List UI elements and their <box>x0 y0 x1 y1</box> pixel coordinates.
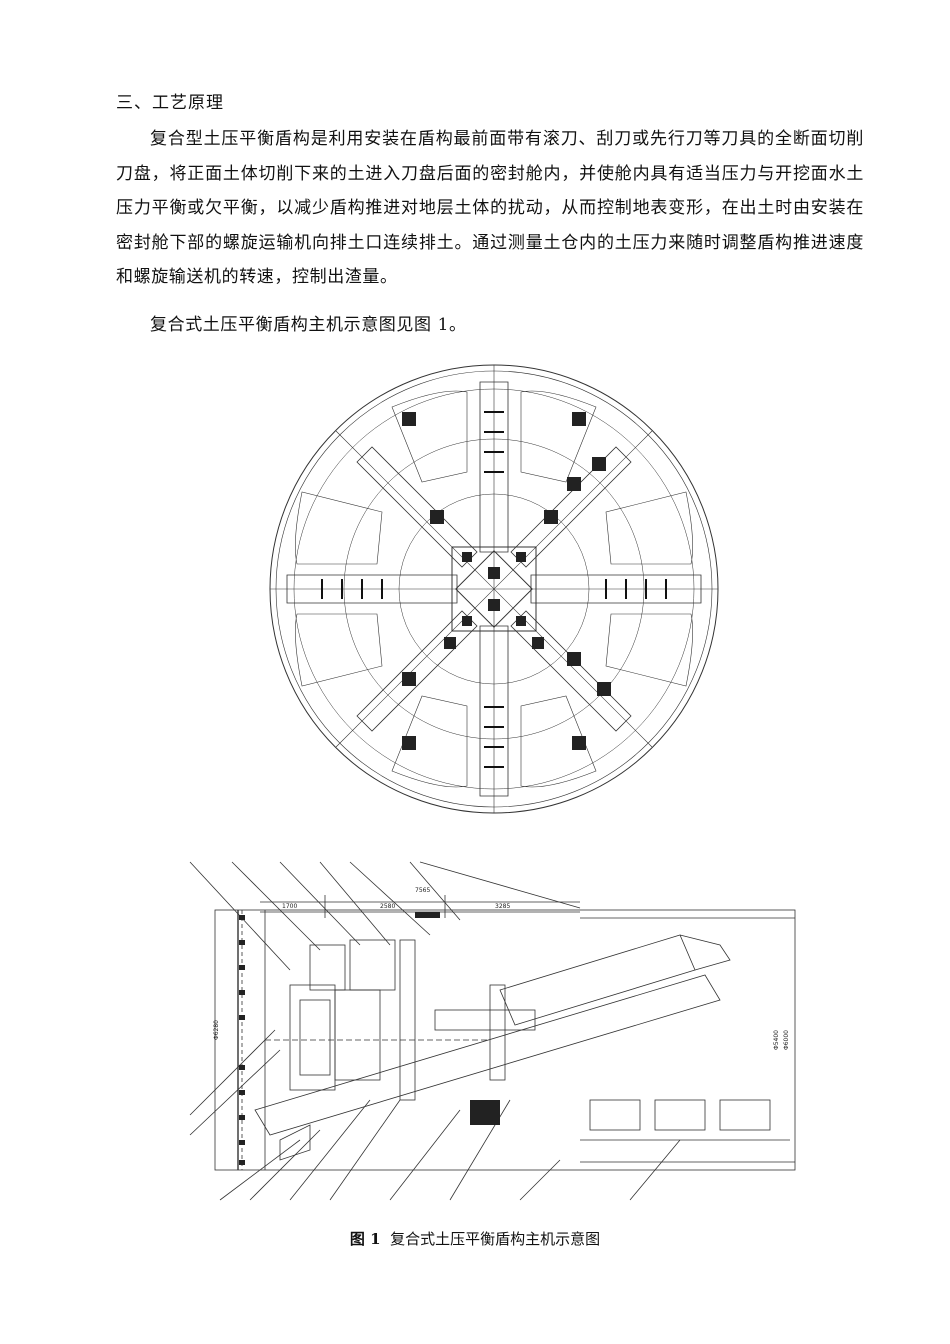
dim-seg-b: 2580 <box>380 903 395 910</box>
dim-diam-right-1: Φ5400 <box>773 1030 780 1050</box>
figure-caption: 图 1 复合式土压平衡盾构主机示意图 <box>0 1228 950 1249</box>
shield-side-section-drawing: 7565 1700 2580 3285 Φ6280 Φ5400 Φ6000 <box>189 861 796 1201</box>
dim-seg-a: 1700 <box>282 903 297 910</box>
principle-paragraph: 复合型土压平衡盾构是利用安装在盾构最前面带有滚刀、刮刀或先行刀等刀具的全断面切削… <box>116 129 864 288</box>
dim-diam-right-2: Φ6000 <box>783 1030 790 1050</box>
dim-total: 7565 <box>415 887 430 894</box>
cutterhead-front-view-drawing <box>269 364 719 814</box>
section-heading: 三、工艺原理 <box>116 93 224 113</box>
figure-caption-text: 复合式土压平衡盾构主机示意图 <box>390 1230 601 1248</box>
figure-caption-number: 图 1 <box>349 1230 381 1248</box>
dim-diam-left: Φ6280 <box>213 1020 220 1040</box>
figure-reference-paragraph: 复合式土压平衡盾构主机示意图见图 1。 <box>150 315 467 335</box>
dim-seg-c: 3285 <box>495 903 510 910</box>
